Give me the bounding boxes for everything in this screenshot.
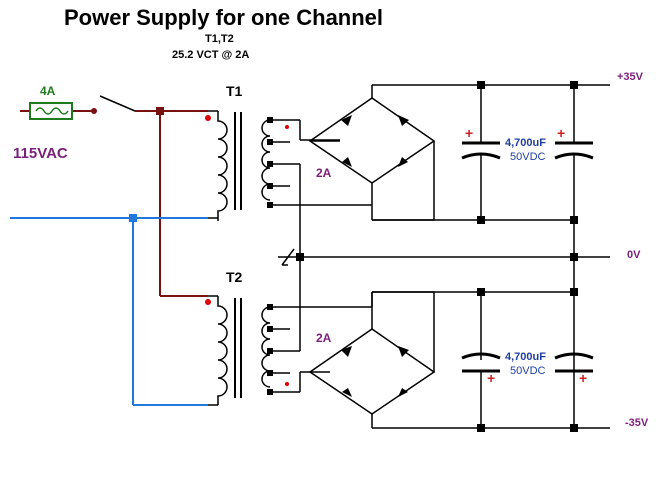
transformer-t1-label: T1: [226, 83, 243, 99]
cap-4-plus: +: [579, 370, 588, 386]
t2-secondary-wiring: [270, 257, 373, 393]
bridge-rectifier-2: [308, 291, 436, 428]
t1-tap-nodes: [267, 117, 273, 208]
rail-negative-label: -35V: [625, 417, 649, 429]
t1-secondary-wiring: [270, 119, 373, 257]
transformer-t1: [208, 110, 271, 221]
fuse-rating-label: 4A: [40, 84, 56, 98]
cap-1-voltage: 50VDC: [510, 151, 546, 163]
cap-2-plus: +: [557, 125, 566, 141]
cap-3: [461, 352, 501, 373]
bridge-rectifier-1: [308, 85, 436, 221]
transformer-rating: 25.2 VCT @ 2A: [172, 49, 250, 61]
cap-2-voltage: 50VDC: [510, 365, 546, 377]
cap-1-value: 4,700uF: [505, 137, 546, 149]
bridge-2-rating: 2A: [316, 331, 332, 345]
cap-2-value: 4,700uF: [505, 351, 546, 363]
cap-1-plus: +: [465, 125, 474, 141]
junction-neutral: [129, 214, 137, 222]
rail-ground-label: 0V: [627, 249, 641, 261]
cap-1: [461, 141, 501, 160]
junction-hot: [156, 107, 164, 115]
power-switch: [91, 95, 136, 114]
t2-phase-dot-secondary: [285, 382, 289, 386]
transformer-t2: [208, 295, 271, 406]
ground-node: [296, 253, 304, 261]
transformer-t2-label: T2: [226, 269, 243, 285]
transformer-reference: T1,T2: [205, 33, 234, 45]
cap-2: [554, 141, 594, 160]
t2-tap-nodes: [267, 304, 273, 395]
cap-3-plus: +: [487, 370, 496, 386]
junction-nodes: [477, 81, 578, 432]
t2-phase-dot-primary: [205, 299, 211, 305]
cap-4: [554, 352, 594, 373]
t1-phase-dot-primary: [205, 115, 211, 121]
primary-neutral-wiring: [10, 217, 208, 406]
bridge-1-rating: 2A: [316, 166, 332, 180]
diagram-title: Power Supply for one Channel: [64, 5, 384, 30]
bridge-1-diodes: [341, 115, 409, 167]
fuse: [29, 102, 73, 120]
t1-phase-dot-secondary: [285, 125, 289, 129]
ground-bus: [278, 248, 610, 266]
mains-voltage-label: 115VAC: [13, 145, 68, 162]
primary-hot-wiring: [20, 110, 208, 297]
rail-positive-label: +35V: [617, 71, 643, 83]
bridge-2-diodes: [341, 346, 409, 397]
